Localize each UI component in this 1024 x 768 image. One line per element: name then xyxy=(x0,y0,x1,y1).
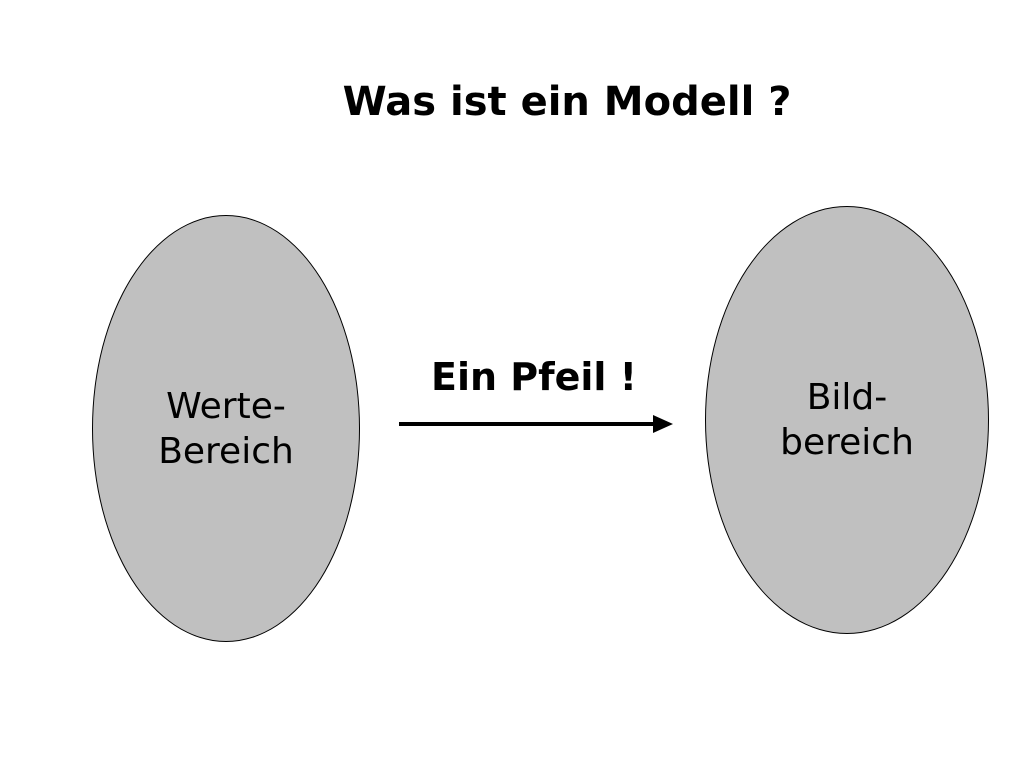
domain-label-line-2: Bereich xyxy=(158,430,294,472)
arrow-head xyxy=(653,415,673,433)
codomain-label-line-2: bereich xyxy=(780,422,914,463)
domain-label: Werte- Bereich xyxy=(158,384,294,474)
codomain-label: Bild- bereich xyxy=(780,375,914,465)
arrow-label: Ein Pfeil ! xyxy=(430,355,638,399)
domain-ellipse: Werte- Bereich xyxy=(92,215,360,642)
slide-title: Was ist ein Modell ? xyxy=(342,79,792,125)
codomain-label-line-1: Bild- xyxy=(806,377,888,418)
codomain-ellipse: Bild- bereich xyxy=(705,206,989,634)
mapping-arrow xyxy=(399,415,673,433)
domain-label-line-1: Werte- xyxy=(166,385,286,427)
